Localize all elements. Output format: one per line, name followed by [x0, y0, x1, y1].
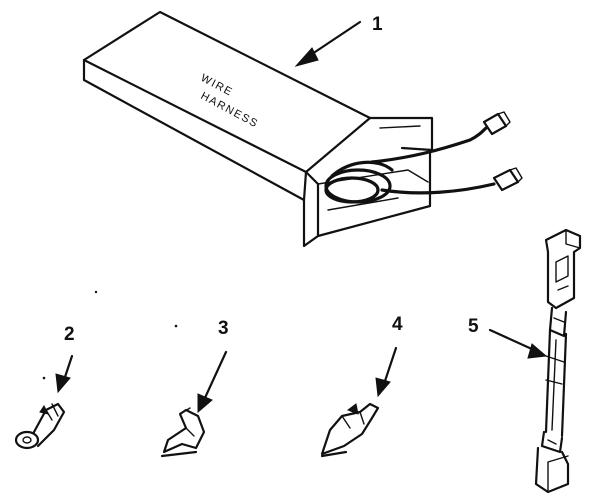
- callout-4-label: 4: [392, 314, 403, 335]
- callout-1-label: 1: [372, 14, 383, 35]
- part-5-jumper-wire: [534, 228, 582, 494]
- callout-5: 5: [468, 316, 548, 359]
- callout-3-label: 3: [218, 318, 229, 339]
- part-3-spade-terminal: [160, 407, 206, 458]
- part-2-ring-terminal: [14, 402, 66, 450]
- callout-4: 4: [375, 314, 403, 398]
- part-4-crimp-terminal: [320, 402, 380, 458]
- scan-speckles: [42, 290, 178, 380]
- callout-5-label: 5: [468, 316, 479, 337]
- callout-2-label: 2: [64, 324, 75, 345]
- callout-1: 1: [294, 14, 383, 67]
- part-1-wire-harness-box: WIRE HARNESS: [82, 10, 523, 248]
- callout-2: 2: [55, 324, 75, 394]
- callout-3: 3: [197, 318, 229, 414]
